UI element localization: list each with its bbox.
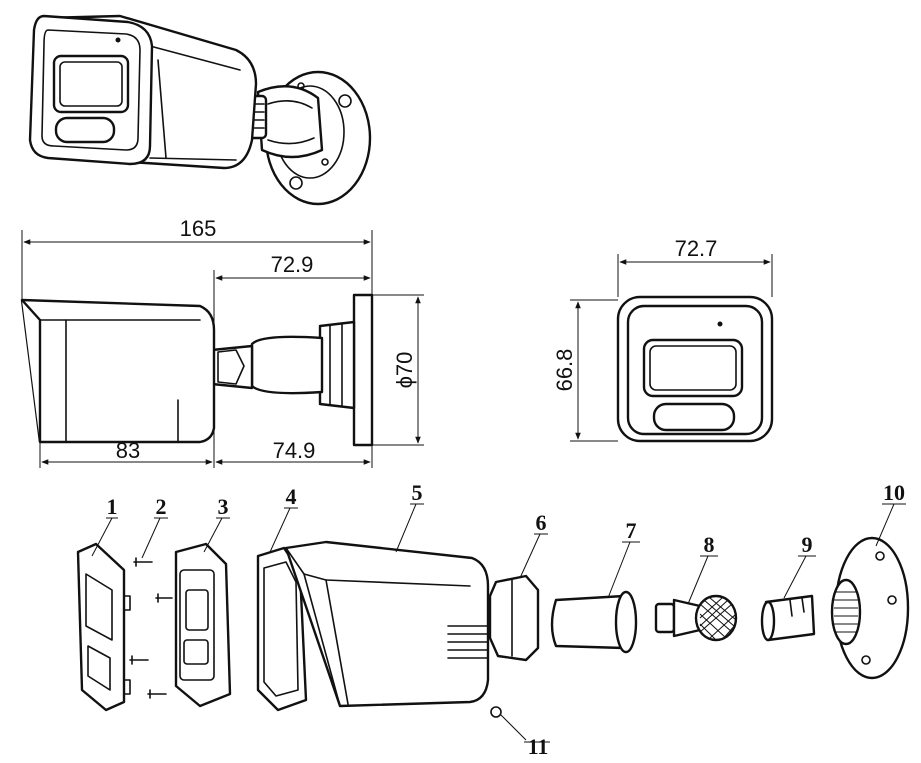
dim-72-7-label: 72.7 bbox=[675, 236, 718, 261]
dim-66-8-label: 66.8 bbox=[552, 349, 577, 392]
exploded-view bbox=[76, 536, 910, 718]
part-label-4: 4 bbox=[286, 484, 297, 509]
part-label-3: 3 bbox=[218, 494, 229, 519]
dim-83-label: 83 bbox=[116, 438, 140, 463]
part-label-6: 6 bbox=[536, 510, 547, 535]
part-label-2: 2 bbox=[156, 494, 167, 519]
part-label-7: 7 bbox=[626, 518, 637, 543]
part-label-8: 8 bbox=[704, 532, 715, 557]
dim-diameter-label: ϕ70 bbox=[392, 352, 417, 389]
front-view bbox=[570, 254, 774, 443]
dim-74-9-label: 74.9 bbox=[273, 438, 316, 463]
part-label-1: 1 bbox=[107, 494, 118, 519]
part-label-9: 9 bbox=[802, 532, 813, 557]
part-labels bbox=[91, 503, 906, 743]
dim-165-label: 165 bbox=[180, 216, 217, 241]
side-view bbox=[20, 230, 424, 468]
part-label-5: 5 bbox=[412, 480, 423, 505]
dim-72-9-label: 72.9 bbox=[271, 252, 314, 277]
perspective-view bbox=[28, 14, 372, 206]
screws bbox=[129, 557, 173, 699]
knurled-texture bbox=[699, 597, 737, 641]
part-label-10: 10 bbox=[883, 480, 905, 505]
part-label-11: 11 bbox=[528, 734, 549, 759]
